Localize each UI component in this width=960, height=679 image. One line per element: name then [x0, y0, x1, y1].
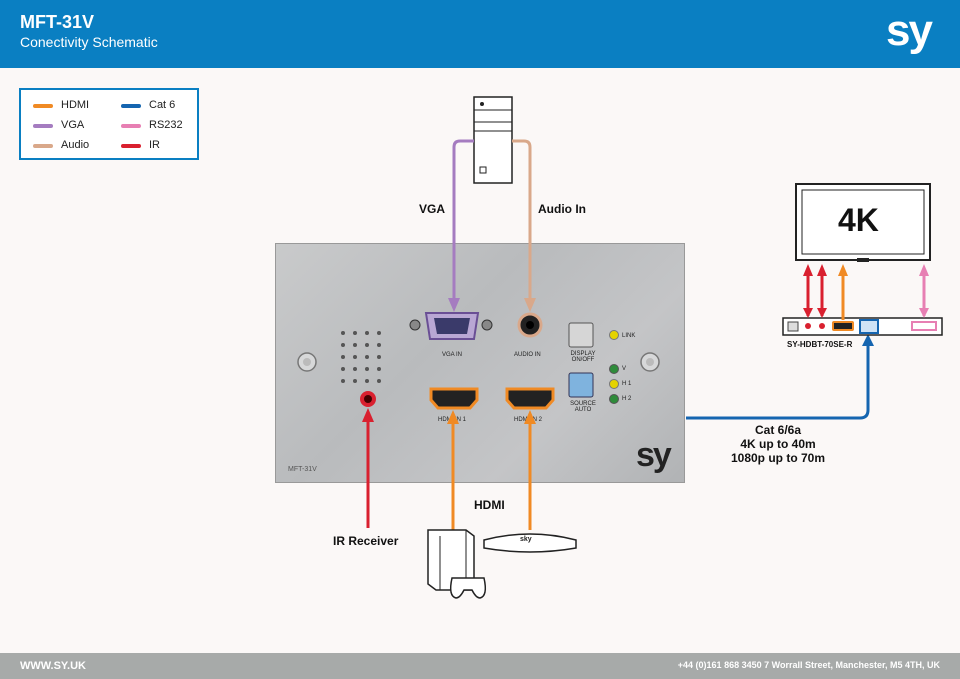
page-title: MFT-31V [20, 12, 95, 32]
hdmi-arrow-1 [447, 410, 459, 424]
ir-link-2-arrow-bottom [817, 308, 827, 318]
vga-cable [452, 139, 474, 305]
label-cat6: Cat 6/6a 4K up to 40m 1080p up to 70m [723, 423, 833, 465]
sy-logo: sy [886, 6, 933, 55]
ir-link-1-arrow-top [803, 264, 813, 276]
source-auto-button [568, 372, 594, 398]
audio-arrow [524, 298, 536, 312]
hdmi-in-1-port [429, 387, 479, 410]
footer-website[interactable]: WWW.SY.UK [20, 660, 86, 672]
4k-display-icon [795, 183, 931, 262]
cat6-arrow [862, 334, 874, 346]
plate-mount-hole-right [640, 352, 660, 372]
label-cat6-line2: 4K up to 40m [740, 437, 816, 451]
ir-link-2-arrow-top [817, 264, 827, 276]
led-h2 [609, 394, 619, 404]
label-vga: VGA [419, 202, 446, 216]
audio-in-port [517, 312, 543, 338]
footer-contact: +44 (0)161 868 3450 7 Worrall Street, Ma… [677, 660, 940, 670]
plate-led-h1-label: H 1 [622, 381, 632, 387]
vga-arrow [448, 298, 460, 312]
plate-audio-in-label: AUDIO IN [514, 352, 541, 358]
legend-swatch-vga [33, 124, 53, 128]
legend-swatch-hdmi [33, 104, 53, 108]
game-console-icon [427, 529, 475, 591]
plate-vga-in-label: VGA IN [442, 352, 463, 358]
ir-receiver-grille [341, 331, 381, 383]
rs232-link-arrow-top [919, 264, 929, 276]
plate-source-btn-label: SOURCE AUTO [570, 401, 596, 413]
footer-bar: WWW.SY.UK +44 (0)161 868 3450 7 Worrall … [0, 653, 960, 679]
plate-led-v-label: V [622, 366, 627, 372]
ir-receiver-eye [360, 391, 376, 407]
display-on-off-button [568, 322, 594, 348]
ir-arrow [362, 408, 374, 422]
label-hdmi: HDMI [474, 498, 505, 512]
plate-model-label: MFT-31V [288, 466, 317, 473]
hdmi-link-display-arrow [838, 264, 848, 276]
page-subtitle: Conectivity Schematic [20, 34, 158, 50]
hdbt-receiver [782, 317, 943, 336]
led-v [609, 364, 619, 374]
plate-display-btn-label: DISPLAY ON/OFF [570, 351, 596, 363]
cat6-cable [686, 342, 870, 420]
legend-swatch-ir [121, 144, 141, 148]
audio-cable [512, 139, 532, 305]
label-cat6-line3: 1080p up to 70m [730, 451, 826, 465]
plate-sy-logo: sy [636, 436, 672, 474]
pc-tower-icon [473, 96, 513, 184]
legend-label-audio: Audio [61, 139, 90, 151]
led-link [609, 330, 619, 340]
hdmi-arrow-2 [524, 410, 536, 424]
legend-label-cat6: Cat 6 [149, 99, 176, 111]
legend-swatch-cat6 [121, 104, 141, 108]
ir-link-1-arrow-bottom [803, 308, 813, 318]
gamepad-icon [449, 577, 487, 599]
display-4k-text: 4K [838, 202, 879, 238]
wall-plate: MFT-31V sy VGA IN AUDIO IN HDMI IN 1 HDM… [275, 243, 685, 483]
led-h1 [609, 379, 619, 389]
header-bar: MFT-31V Conectivity Schematic sy [0, 0, 960, 68]
legend: HDMI Cat 6 VGA RS232 Audio IR [19, 88, 199, 160]
legend-label-vga: VGA [61, 119, 85, 131]
plate-led-link-label: LINK [622, 333, 636, 339]
plate-mount-hole-left [297, 352, 317, 372]
legend-swatch-audio [33, 144, 53, 148]
plate-led-h2-label: H 2 [622, 396, 632, 402]
legend-label-rs232: RS232 [149, 119, 183, 131]
rs232-link-arrow-bottom [919, 308, 929, 318]
legend-label-ir: IR [149, 139, 160, 151]
label-audio-in: Audio In [538, 202, 586, 216]
vga-in-port [409, 312, 493, 340]
legend-swatch-rs232 [121, 124, 141, 128]
label-receiver: SY-HDBT-70SE-R [787, 340, 853, 349]
label-ir-receiver: IR Receiver [333, 534, 399, 548]
sky-box-icon [483, 533, 577, 553]
label-cat6-line1: Cat 6/6a [754, 423, 802, 437]
sky-box-label: sky [520, 536, 532, 543]
legend-label-hdmi: HDMI [61, 99, 90, 111]
hdmi-in-2-port [505, 387, 555, 410]
